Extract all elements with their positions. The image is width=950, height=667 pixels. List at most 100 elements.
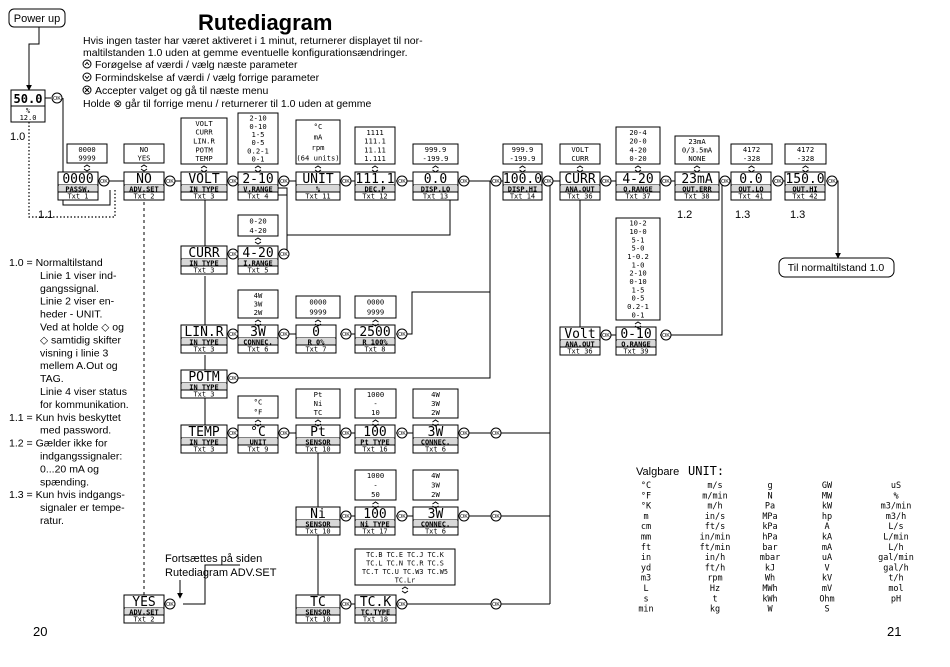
ref-1-3-b: 1.3 (790, 209, 805, 221)
start-line1: 50.0 (14, 92, 43, 106)
ok-node: OK (396, 510, 408, 522)
start-ref: 1.0 (10, 131, 25, 143)
ok-node: OK (340, 175, 352, 187)
ok-key-icon (82, 85, 92, 95)
svg-text:OK: OK (166, 179, 174, 185)
menu-orange_v-value: 0-10 (620, 327, 651, 342)
options-outhi: 4172-328 (784, 143, 827, 173)
intro-line-6: Holde ⊗ går til forrige menu / returnere… (83, 98, 372, 110)
menu-curr-txt: Txt 3 (193, 267, 214, 275)
menu-anaout-value: CURR (564, 172, 595, 187)
option-item: 10-0 (629, 227, 646, 236)
menu-irange-label: I.RANGE (243, 260, 273, 268)
unit-item: hp (822, 512, 832, 522)
note-line: spænding. (40, 476, 89, 488)
menu-sensor_tc-txt: Txt 10 (305, 616, 330, 624)
menu-connec6-value: 3W (250, 325, 266, 340)
option-item: 0-5 (252, 138, 265, 147)
menu-r0-value: 0 (312, 325, 320, 340)
ref-1-3-a: 1.3 (735, 209, 750, 221)
svg-text:OK: OK (229, 431, 237, 437)
menu-decp-label: DEC.P (364, 186, 385, 194)
option-item: 4W (254, 291, 263, 300)
option-item: 50 (371, 490, 380, 499)
menu-unit-txt: Txt 11 (305, 193, 330, 201)
note-line: med password. (40, 425, 111, 437)
ok-node: OK (164, 598, 176, 610)
unit-item: L/h (888, 543, 903, 553)
option-item: 10 (371, 408, 380, 417)
menu-nitype-label: Ni TYPE (360, 521, 390, 529)
ok-node: OK (278, 328, 290, 340)
unit-item: mV (822, 584, 832, 594)
unit-item: Wh (765, 574, 775, 584)
menu-displo-txt: Txt 13 (423, 193, 448, 201)
updown-icon (432, 165, 439, 173)
menu-orange_v-txt: Txt 39 (623, 348, 648, 356)
updown-icon (519, 165, 526, 173)
note-line: heder - UNIT. (40, 309, 102, 321)
menu-orange-txt: Txt 37 (625, 193, 650, 201)
down-key-icon (82, 72, 92, 82)
menu-unit9-value: °C (250, 425, 266, 440)
updown-icon (372, 501, 379, 509)
page-number-left: 20 (33, 624, 47, 639)
ok-node: OK (340, 598, 352, 610)
unit-item: °F (641, 491, 651, 501)
option-item: 4W (431, 390, 440, 399)
ok-node: OK (278, 175, 290, 187)
option-item: 1000 (367, 390, 384, 399)
unit-item: rpm (707, 574, 722, 584)
svg-text:OK: OK (460, 514, 468, 520)
note-line: Ved at holde ◇ og (40, 322, 124, 334)
menu-yes-label: ADV.SET (129, 609, 159, 617)
option-item: TEMP (195, 154, 212, 163)
note-line: mellem A.Out og (40, 360, 118, 372)
menu-curr-value: CURR (188, 246, 219, 261)
menu-linr-txt: Txt 3 (193, 346, 214, 354)
intro-line-3: Forøgelse af værdi / vælg næste paramete… (95, 59, 298, 71)
menu-yes-txt: Txt 2 (133, 616, 154, 624)
option-item: CURR (571, 154, 589, 163)
updown-icon (254, 319, 262, 327)
unit-item: ft/h (705, 563, 725, 573)
option-item: 2W (254, 308, 263, 317)
menu-potm-label: IN TYPE (189, 384, 219, 392)
option-item: 111.1 (364, 137, 386, 146)
option-item: 0-1 (632, 310, 645, 319)
menu-pttype-label: Pt TYPE (360, 439, 390, 447)
svg-text:OK: OK (398, 179, 406, 185)
ok-node: OK (490, 510, 502, 522)
menu-vrange-value: 2-10 (242, 172, 273, 187)
option-item: 0-5 (632, 294, 645, 303)
menu-temp-label: IN TYPE (189, 439, 219, 447)
updown-icon (802, 165, 809, 173)
menu-disphi-value: 100.0 (503, 172, 542, 187)
svg-text:OK: OK (398, 514, 406, 520)
updown-icon (748, 165, 755, 173)
unit-item: °C (641, 481, 651, 491)
normal-state-button[interactable]: Til normaltilstand 1.0 (778, 257, 895, 278)
menu-sensor_tc-label: SENSOR (305, 609, 331, 617)
menu-orange-value: 4-20 (622, 172, 653, 187)
options-pttype: 1000-10 (354, 388, 397, 427)
units-title-mono: UNIT: (688, 464, 724, 478)
unit-item: S (824, 605, 829, 615)
option-item: 2W (431, 490, 440, 499)
ok-node: OK (490, 598, 502, 610)
ok-node: OK (278, 248, 290, 260)
svg-text:OK: OK (280, 179, 288, 185)
up-key-icon (82, 59, 92, 69)
menu-irange-txt: Txt 5 (247, 267, 268, 275)
unit-item: mol (888, 584, 903, 594)
ok-node: OK (396, 328, 408, 340)
